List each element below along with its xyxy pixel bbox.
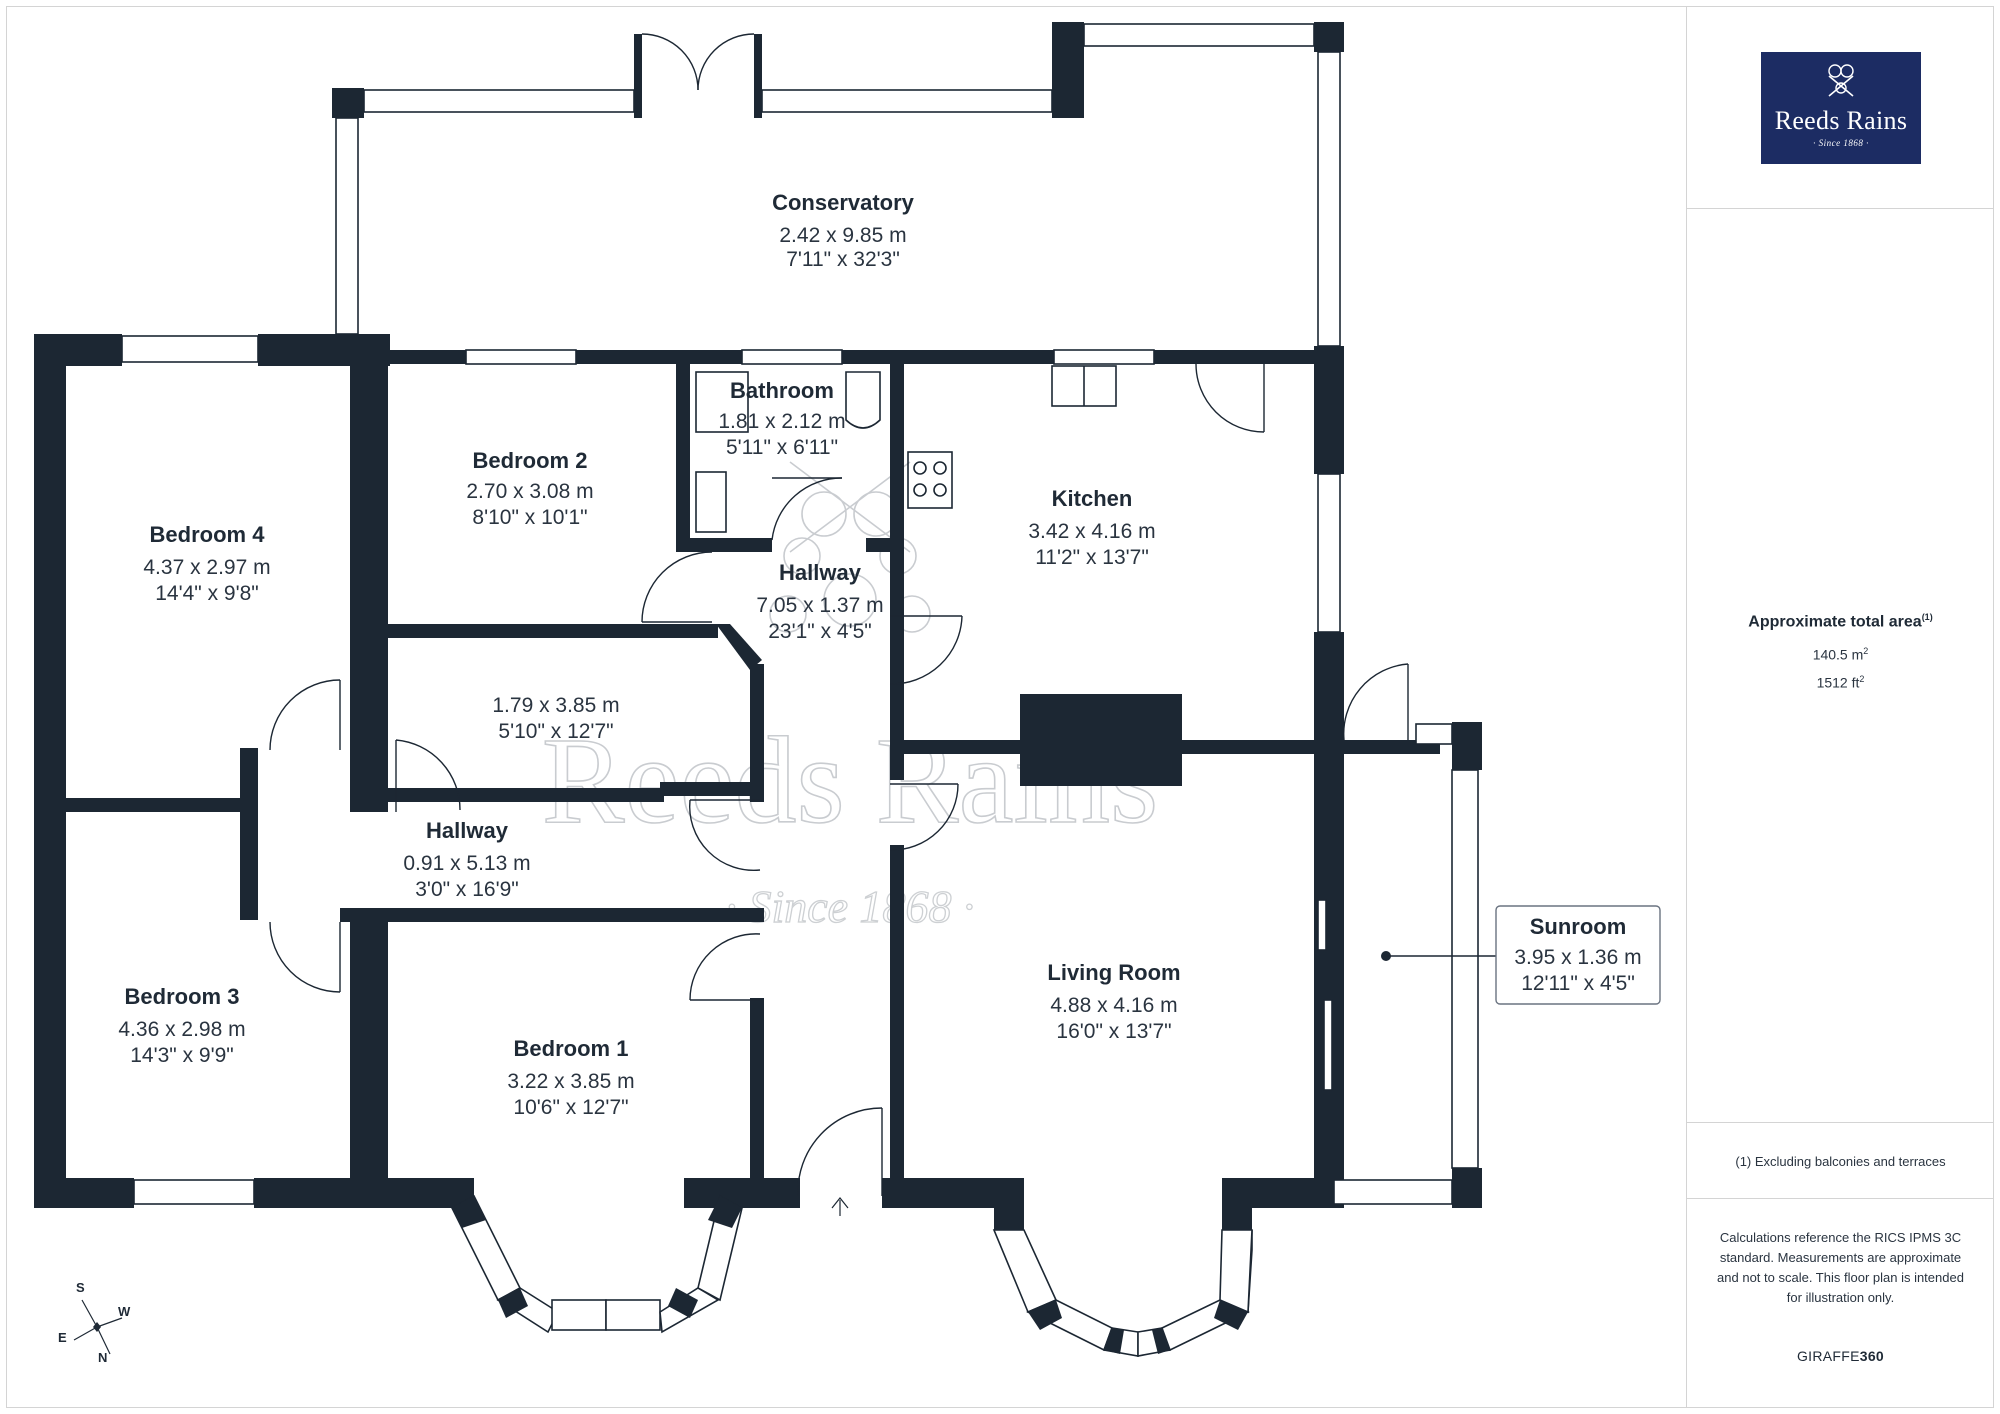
room-name: Living Room [1047, 960, 1180, 985]
area-title: Approximate total area(1) [1687, 612, 1994, 631]
logo-name: Reeds Rains [1774, 106, 1908, 135]
room-conservatory: Conservatory 2.42 x 9.85 m 7'11" x 32'3" [772, 190, 915, 271]
compass-e: E [58, 1330, 67, 1345]
floor-plan: Reeds Rains · Since 1868 · [34, 22, 1661, 1357]
room-metric: 4.36 x 2.98 m [118, 1018, 245, 1041]
room-name: Conservatory [772, 190, 915, 215]
room-name: Kitchen [1052, 486, 1133, 511]
toilet-icon [845, 371, 881, 429]
hob-icon [907, 451, 953, 509]
room-imperial: 14'4" x 9'8" [155, 582, 259, 605]
basin-icon [695, 471, 727, 533]
room-bedroom4: Bedroom 4 4.37 x 2.97 m 14'4" x 9'8" [143, 522, 270, 605]
room-imperial: 11'2" x 13'7" [1035, 546, 1149, 569]
panel-divider [1687, 208, 1994, 209]
keys-logo-icon [1828, 64, 1854, 97]
panel-divider [1687, 1198, 1994, 1199]
compass-rose: S W E N [52, 1280, 142, 1372]
compass-n: N [98, 1350, 108, 1365]
room-living: Living Room 4.88 x 4.16 m 16'0" x 13'7" [1047, 960, 1180, 1043]
room-imperial: 8'10" x 10'1" [472, 506, 587, 529]
giraffe360-brand: GIRAFFE360 [1687, 1348, 1994, 1364]
logo-since: · Since 1868 · [1813, 138, 1869, 148]
bedroom1-bay-window [450, 1194, 743, 1334]
room-metric: 4.88 x 4.16 m [1050, 994, 1177, 1017]
room-metric: 2.42 x 9.85 m [779, 224, 906, 247]
room-metric: 7.05 x 1.37 m [756, 594, 883, 617]
area-note-ref: (1) [1921, 612, 1933, 622]
brand-prefix: GIRAFFE [1796, 1348, 1860, 1364]
living-bay-window [992, 1208, 1253, 1357]
watermark-since: · Since 1868 · [725, 881, 974, 932]
room-imperial: 7'11" x 32'3" [786, 248, 900, 271]
room-store: 1.79 x 3.85 m 5'10" x 12'7" [492, 694, 619, 743]
room-metric: 1.79 x 3.85 m [492, 694, 619, 717]
area-title-text: Approximate total area [1748, 613, 1922, 631]
room-kitchen: Kitchen 3.42 x 4.16 m 11'2" x 13'7" [1028, 486, 1155, 569]
doors [269, 363, 1409, 1216]
room-imperial: 5'11" x 6'11" [726, 436, 838, 459]
room-name: Bedroom 2 [473, 448, 588, 473]
compass-icon [73, 1299, 123, 1355]
room-name: Sunroom [1530, 914, 1627, 939]
room-name: Hallway [779, 560, 862, 585]
house-walls [34, 334, 1344, 1230]
room-bedroom2: Bedroom 2 2.70 x 3.08 m 8'10" x 10'1" [466, 448, 593, 529]
room-metric: 3.42 x 4.16 m [1028, 520, 1155, 543]
room-name: Bedroom 1 [514, 1036, 629, 1061]
fixtures [695, 365, 1117, 533]
room-imperial: 12'11" x 4'5" [1521, 972, 1635, 995]
room-metric: 3.95 x 1.36 m [1514, 946, 1641, 969]
compass-w: W [118, 1304, 131, 1319]
room-name: Bedroom 3 [125, 984, 240, 1009]
room-name: Hallway [426, 818, 509, 843]
room-imperial: 14'3" x 9'9" [130, 1044, 234, 1067]
room-imperial: 23'1" x 4'5" [768, 620, 872, 643]
compass-s: S [76, 1280, 85, 1295]
room-name: Bathroom [730, 378, 834, 403]
panel-divider [1687, 1122, 1994, 1123]
room-sunroom: Sunroom 3.95 x 1.36 m 12'11" x 4'5" [1381, 905, 1661, 1005]
area-footnote: (1) Excluding balconies and terraces [1735, 1154, 1946, 1169]
area-metric-value: 140.5 m [1812, 646, 1864, 663]
room-bedroom3: Bedroom 3 4.36 x 2.98 m 14'3" x 9'9" [118, 984, 245, 1067]
area-imperial: 1512 ft2 [1687, 674, 1994, 691]
room-hallway-main: Hallway 7.05 x 1.37 m 23'1" x 4'5" [756, 560, 883, 643]
room-bathroom: Bathroom 1.81 x 2.12 m 5'11" x 6'11" [718, 378, 845, 459]
area-metric: 140.5 m2 [1687, 646, 1994, 663]
room-name: Bedroom 4 [150, 522, 266, 547]
room-metric: 0.91 x 5.13 m [403, 852, 530, 875]
room-imperial: 5'10" x 12'7" [498, 720, 613, 743]
room-metric: 4.37 x 2.97 m [143, 556, 270, 579]
room-metric: 3.22 x 3.85 m [507, 1070, 634, 1093]
page-frame [6, 6, 1994, 1408]
room-imperial: 3'0" x 16'9" [415, 878, 519, 901]
interior-walls [66, 350, 1482, 1208]
room-metric: 1.81 x 2.12 m [718, 410, 845, 433]
room-hallway-side: Hallway 0.91 x 5.13 m 3'0" x 16'9" [403, 818, 530, 901]
room-bedroom1: Bedroom 1 3.22 x 3.85 m 10'6" x 12'7" [507, 1036, 634, 1119]
room-metric: 2.70 x 3.08 m [466, 480, 593, 503]
room-imperial: 16'0" x 13'7" [1056, 1020, 1171, 1043]
room-imperial: 10'6" x 12'7" [513, 1096, 628, 1119]
area-metric-sup: 2 [1863, 646, 1869, 656]
brand-suffix: 360 [1859, 1348, 1885, 1364]
area-imperial-sup: 2 [1859, 674, 1865, 684]
conservatory-walls [332, 22, 1344, 750]
area-imperial-value: 1512 ft [1816, 674, 1860, 691]
brand-logo: Reeds Rains · Since 1868 · [1761, 52, 1921, 164]
disclaimer: Calculations reference the RICS IPMS 3C … [1717, 1230, 1964, 1305]
info-panel: Reeds Rains · Since 1868 · Approximate t… [1686, 6, 1994, 1408]
bath-icon [695, 371, 749, 433]
